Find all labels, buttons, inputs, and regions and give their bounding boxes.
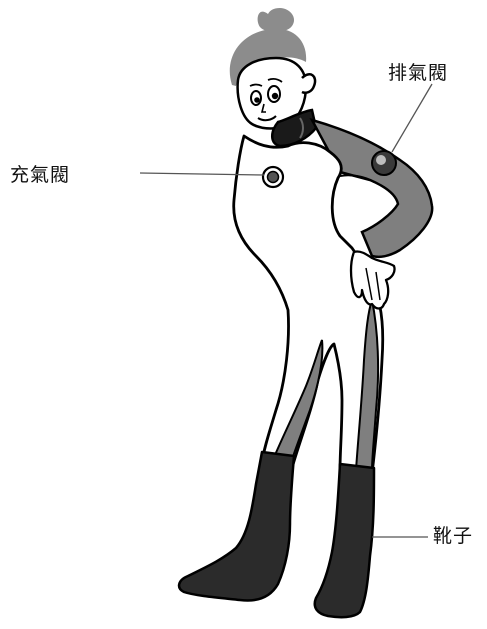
- inflate-valve-label: 充氣閥: [10, 164, 71, 186]
- suit-body: [232, 134, 385, 476]
- boots-label: 靴子: [433, 525, 474, 547]
- right-boot: [313, 462, 376, 619]
- exhaust-valve-label: 排氣閥: [388, 62, 449, 84]
- right-arm: [309, 117, 434, 258]
- exhaust-valve-leader: [391, 83, 433, 153]
- exhaust-valve-icon: [371, 150, 397, 176]
- left-boot: [177, 450, 296, 602]
- face: [236, 56, 317, 130]
- neck-collar: [271, 108, 318, 148]
- inflate-valve-icon: [261, 165, 285, 189]
- inflate-valve-leader: [139, 172, 265, 176]
- leader-lines: [139, 83, 433, 538]
- hand: [339, 174, 396, 310]
